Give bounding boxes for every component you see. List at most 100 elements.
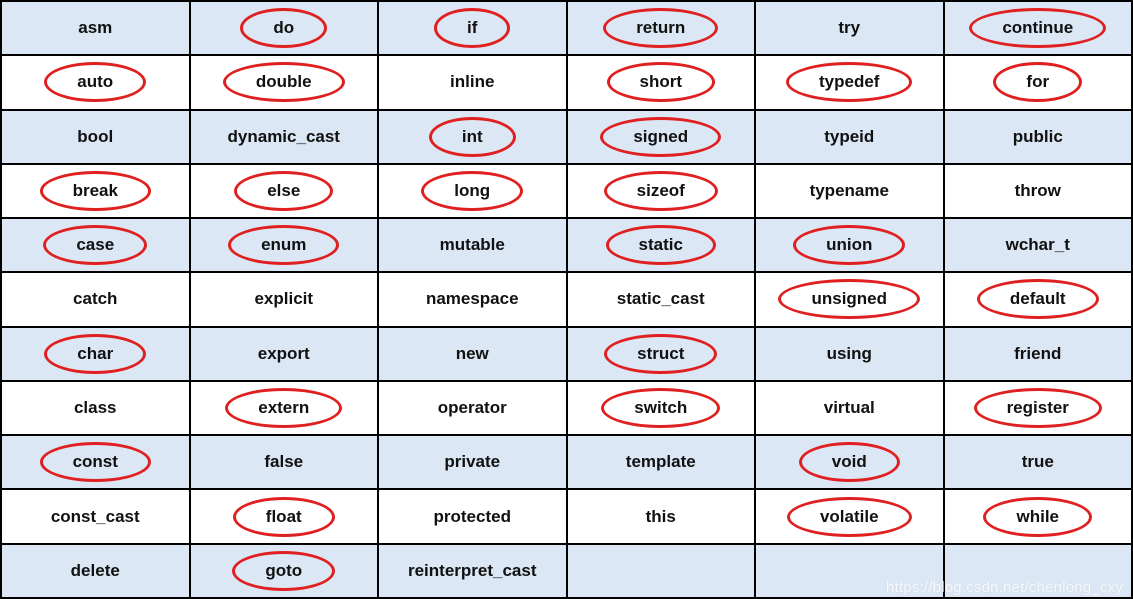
keyword-cell bbox=[755, 543, 944, 598]
keyword-cell: struct bbox=[566, 326, 755, 381]
keyword-label: namespace bbox=[425, 289, 519, 309]
keyword-label: const bbox=[72, 452, 118, 472]
keyword-wrap: true bbox=[1022, 451, 1054, 473]
keyword-cell: template bbox=[566, 435, 755, 490]
keyword-wrap: false bbox=[264, 451, 303, 473]
keyword-cell: else bbox=[189, 163, 378, 219]
keyword-label: sizeof bbox=[636, 180, 685, 200]
keyword-cell: bool bbox=[1, 109, 190, 164]
keyword-cell: throw bbox=[943, 163, 1132, 219]
keyword-cell bbox=[943, 543, 1132, 598]
keyword-cell: mutable bbox=[378, 218, 567, 273]
keyword-wrap: throw bbox=[1015, 180, 1061, 202]
keyword-cell: using bbox=[755, 326, 944, 381]
keyword-cell: int bbox=[378, 109, 567, 164]
keyword-cell: short bbox=[566, 55, 755, 110]
keyword-wrap: signed bbox=[600, 116, 722, 157]
keyword-wrap: return bbox=[603, 8, 719, 49]
keyword-cell: auto bbox=[1, 55, 190, 110]
keyword-cell: case bbox=[1, 218, 190, 273]
keyword-label: int bbox=[461, 126, 483, 146]
keyword-label: union bbox=[826, 235, 873, 255]
keyword-wrap: do bbox=[240, 8, 328, 49]
keyword-cell: protected bbox=[378, 489, 567, 544]
keyword-label: throw bbox=[1014, 180, 1061, 200]
keyword-label: void bbox=[831, 452, 867, 472]
keyword-wrap: case bbox=[43, 225, 148, 266]
keyword-wrap: char bbox=[44, 333, 147, 374]
keyword-wrap: wchar_t bbox=[1006, 234, 1070, 256]
keyword-label: try bbox=[838, 18, 861, 38]
keyword-cell: catch bbox=[1, 272, 190, 327]
keyword-wrap: class bbox=[74, 397, 117, 419]
keyword-wrap: auto bbox=[44, 62, 147, 103]
keyword-cell: explicit bbox=[189, 272, 378, 327]
keyword-label: register bbox=[1006, 398, 1069, 418]
keyword-wrap: sizeof bbox=[603, 170, 718, 211]
keyword-label: asm bbox=[78, 18, 113, 38]
keyword-label: break bbox=[72, 180, 118, 200]
keyword-wrap: break bbox=[39, 170, 151, 211]
keyword-wrap: using bbox=[827, 343, 872, 365]
keyword-wrap: typeid bbox=[824, 126, 874, 148]
keyword-wrap: namespace bbox=[426, 288, 519, 310]
keyword-wrap: explicit bbox=[254, 288, 313, 310]
keyword-cell: namespace bbox=[378, 272, 567, 327]
keyword-cell: double bbox=[189, 55, 378, 110]
keyword-label: private bbox=[444, 452, 501, 472]
keyword-cell: friend bbox=[943, 326, 1132, 381]
keyword-wrap: this bbox=[646, 506, 676, 528]
keyword-label: const_cast bbox=[50, 506, 140, 526]
keyword-wrap: typedef bbox=[786, 62, 913, 103]
keyword-label: if bbox=[467, 18, 478, 38]
keyword-label: export bbox=[257, 343, 310, 363]
keyword-cell: unsigned bbox=[755, 272, 944, 327]
keyword-cell: char bbox=[1, 326, 190, 381]
keyword-cell: operator bbox=[378, 380, 567, 436]
keyword-label: volatile bbox=[819, 506, 879, 526]
keyword-cell: volatile bbox=[755, 489, 944, 544]
keyword-wrap: asm bbox=[78, 17, 112, 39]
keyword-label: return bbox=[636, 18, 686, 38]
keyword-label: operator bbox=[437, 398, 507, 418]
keyword-label: long bbox=[454, 180, 491, 200]
keyword-cell: if bbox=[378, 1, 567, 56]
keyword-wrap: delete bbox=[71, 560, 120, 582]
keyword-wrap: operator bbox=[438, 397, 507, 419]
keyword-wrap: if bbox=[434, 8, 511, 49]
keyword-wrap: for bbox=[993, 62, 1083, 103]
keyword-cell: typeid bbox=[755, 109, 944, 164]
keyword-cell: enum bbox=[189, 218, 378, 273]
keyword-wrap: else bbox=[234, 170, 334, 211]
keyword-label: virtual bbox=[823, 398, 875, 418]
keyword-label: wchar_t bbox=[1005, 235, 1070, 255]
keyword-wrap: volatile bbox=[786, 496, 912, 537]
keyword-cell: for bbox=[943, 55, 1132, 110]
keyword-label: goto bbox=[265, 560, 303, 580]
keyword-cell: typename bbox=[755, 163, 944, 219]
keyword-cell: do bbox=[189, 1, 378, 56]
keyword-label: signed bbox=[633, 126, 689, 146]
keyword-wrap: register bbox=[973, 388, 1102, 429]
keyword-label: char bbox=[77, 343, 114, 363]
keyword-label: auto bbox=[77, 72, 114, 92]
keyword-wrap: enum bbox=[228, 225, 340, 266]
keyword-wrap: extern bbox=[225, 388, 343, 429]
keyword-wrap: continue bbox=[969, 8, 1107, 49]
keyword-label: struct bbox=[637, 343, 685, 363]
keyword-label: continue bbox=[1002, 18, 1074, 38]
keyword-cell: void bbox=[755, 435, 944, 490]
keyword-label: protected bbox=[433, 506, 511, 526]
keyword-wrap: export bbox=[258, 343, 310, 365]
keyword-label: enum bbox=[261, 235, 307, 255]
keyword-cell: virtual bbox=[755, 380, 944, 436]
keyword-cell: sizeof bbox=[566, 163, 755, 219]
keyword-wrap: default bbox=[976, 279, 1099, 320]
keyword-wrap: public bbox=[1013, 126, 1063, 148]
keyword-wrap: const_cast bbox=[51, 506, 140, 528]
keyword-label: using bbox=[826, 343, 872, 363]
keyword-label: inline bbox=[450, 72, 495, 92]
keyword-label: case bbox=[76, 235, 115, 255]
keyword-cell: private bbox=[378, 435, 567, 490]
